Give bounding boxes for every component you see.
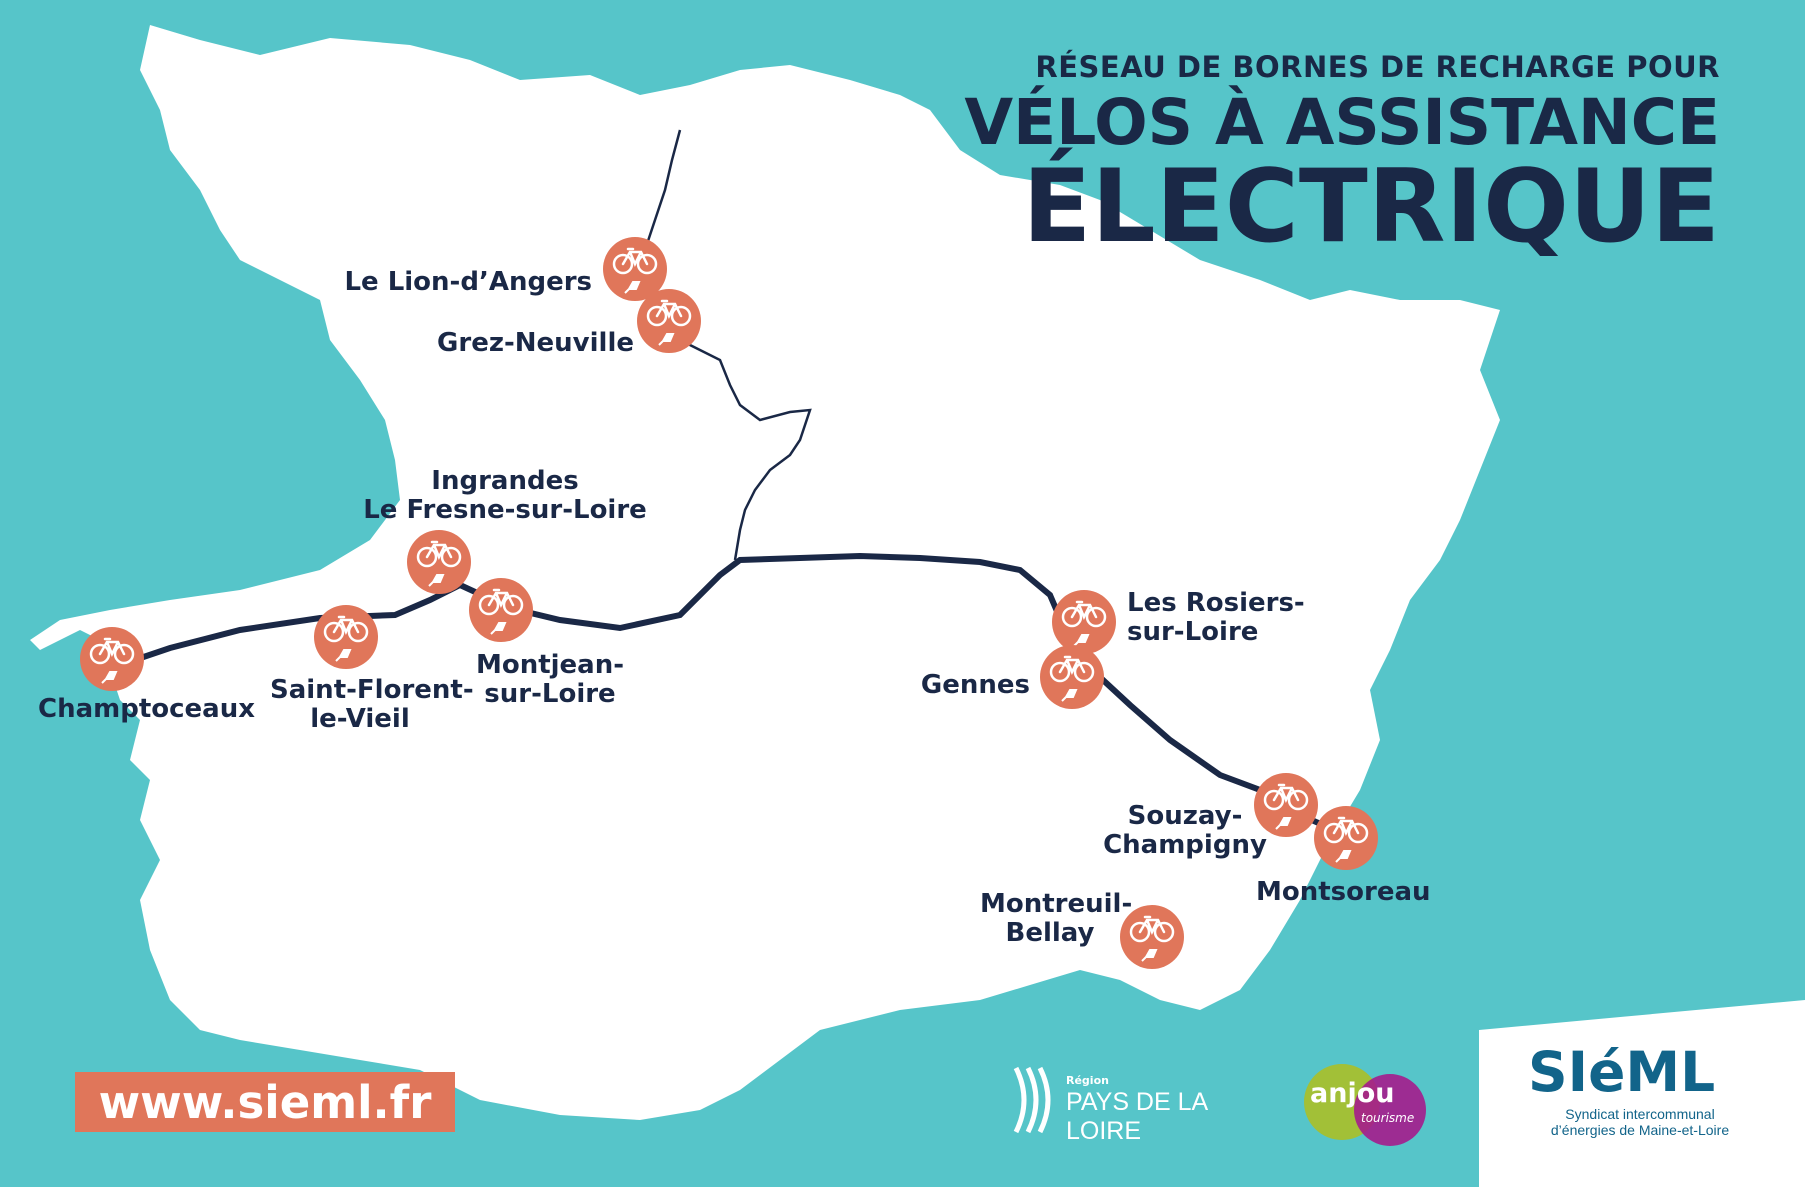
- label-montjean: Montjean- sur-Loire: [470, 651, 630, 709]
- anjou-word: anjou: [1310, 1078, 1395, 1109]
- label-souzay: Souzay- Champigny: [1100, 802, 1270, 860]
- label-grez-neuville: Grez-Neuville: [437, 328, 634, 358]
- label-montsoreau: Montsoreau: [1256, 877, 1431, 907]
- title-line-2: VÉLOS À ASSISTANCE: [964, 86, 1720, 159]
- label-montjean-line-2: sur-Loire: [484, 679, 616, 709]
- department-outline: [30, 25, 1500, 1120]
- sieml-subtitle-line-2: d’énergies de Maine-et-Loire: [1550, 1122, 1730, 1138]
- sieml-panel: [1479, 1000, 1805, 1187]
- label-les-rosiers-line-2: sur-Loire: [1127, 617, 1259, 647]
- region-name: PAYS DE LA LOIRE: [1066, 1088, 1207, 1145]
- bike-charging-icon: [314, 605, 378, 669]
- label-saint-florent: Saint-Florent- le-Vieil: [270, 675, 474, 734]
- label-ingrandes: Ingrandes Le Fresne-sur-Loire: [360, 467, 650, 525]
- label-lion-angers: Le Lion-d’Angers: [344, 267, 592, 297]
- anjou-circles-icon: [1304, 1064, 1426, 1146]
- sieml-logo: SIéML: [1528, 1040, 1716, 1104]
- title-line-1: RÉSEAU DE BORNES DE RECHARGE POUR: [1035, 50, 1720, 84]
- bike-charging-icon: [407, 530, 471, 594]
- label-les-rosiers: Les Rosiers- sur-Loire: [1127, 589, 1305, 647]
- label-montreuil-line-2: Bellay: [1005, 918, 1095, 948]
- label-ingrandes-line-2: Le Fresne-sur-Loire: [363, 495, 647, 525]
- label-montreuil-line-1: Montreuil-: [980, 889, 1133, 919]
- sieml-subtitle: Syndicat intercommunal d’énergies de Mai…: [1525, 1106, 1755, 1138]
- label-montjean-line-1: Montjean-: [475, 650, 625, 680]
- website-link[interactable]: www.sieml.fr: [75, 1072, 455, 1132]
- region-small-label: Région: [1066, 1074, 1109, 1087]
- bike-charging-icon: [637, 289, 701, 353]
- label-souzay-line-1: Souzay-: [1127, 801, 1243, 831]
- map-title: RÉSEAU DE BORNES DE RECHARGE POUR VÉLOS …: [964, 50, 1720, 257]
- label-ingrandes-line-1: Ingrandes: [431, 466, 579, 496]
- sieml-subtitle-line-1: Syndicat intercommunal: [1565, 1106, 1715, 1122]
- bike-charging-icon: [1040, 645, 1104, 709]
- bike-charging-icon: [80, 627, 144, 691]
- anjou-sub: tourisme: [1361, 1111, 1415, 1125]
- mayenne-river: [638, 129, 812, 561]
- label-montreuil: Montreuil- Bellay: [980, 889, 1133, 948]
- region-stripes-icon: [1013, 1066, 1051, 1134]
- label-gennes: Gennes: [920, 670, 1030, 700]
- loire-river: [104, 552, 1332, 831]
- label-champtoceaux: Champtoceaux: [38, 694, 256, 724]
- label-saint-florent-line-1: Saint-Florent-: [270, 675, 474, 705]
- label-souzay-line-2: Champigny: [1103, 830, 1267, 860]
- title-line-3: ÉLECTRIQUE: [1022, 147, 1720, 266]
- label-les-rosiers-line-1: Les Rosiers-: [1127, 588, 1305, 618]
- bike-charging-icon: [1314, 806, 1378, 870]
- region-logo: Région PAYS DE LA LOIRE: [1010, 1060, 1280, 1145]
- bike-charging-icon: [469, 578, 533, 642]
- label-saint-florent-line-2: le-Vieil: [310, 704, 410, 734]
- anjou-logo: anjou tourisme: [1300, 1062, 1435, 1147]
